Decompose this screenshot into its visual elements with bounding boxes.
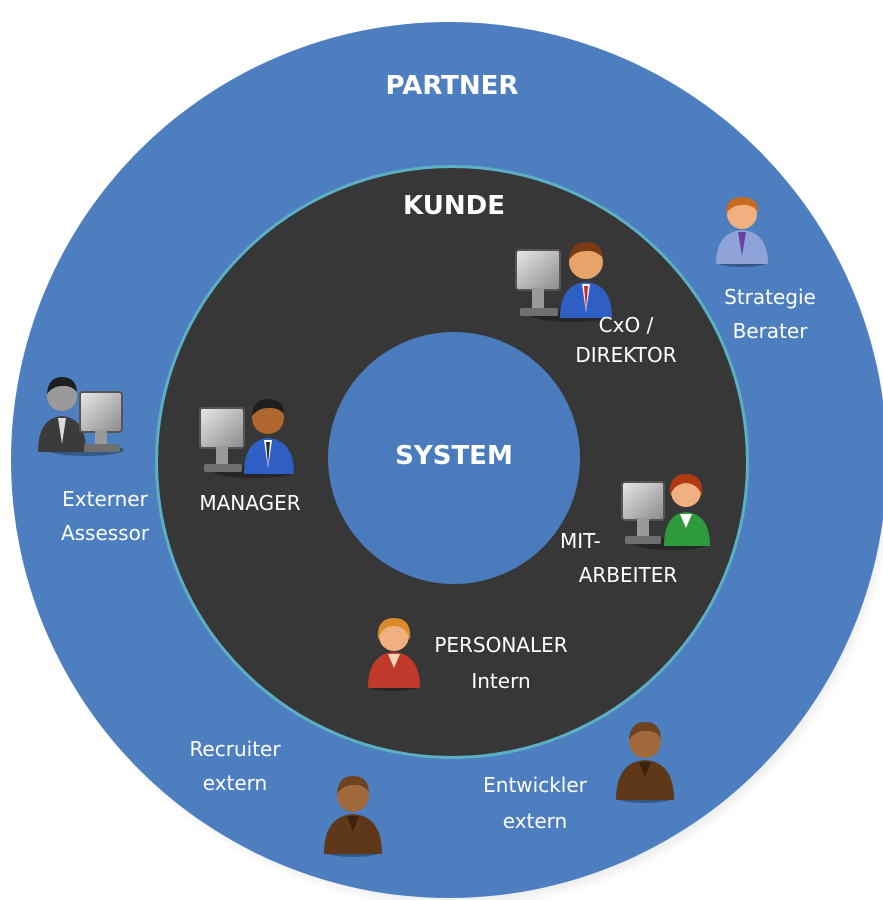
strategie-label-line1: Strategie: [724, 285, 816, 309]
manager-label: MANAGER: [199, 491, 301, 515]
person-icon: [716, 197, 768, 267]
person-icon: [368, 618, 420, 691]
entwickler-label-line2: extern: [502, 809, 568, 833]
strategie-label-line2: Berater: [732, 319, 808, 343]
person-icon: [324, 776, 382, 857]
assessor-label-line1: Externer: [62, 487, 148, 511]
system-label: SYSTEM: [395, 441, 513, 471]
system-circle: [328, 332, 580, 584]
person-at-computer-icon: [199, 399, 294, 478]
person-at-computer-icon: [38, 377, 124, 456]
recruiter-label-line1: Recruiter: [189, 737, 281, 761]
person-icon: [616, 722, 674, 803]
kunde-label: KUNDE: [403, 191, 505, 221]
mitarbeiter-label-line1: MIT-: [560, 529, 601, 553]
mitarbeiter-label-line2: ARBEITER: [578, 563, 678, 587]
personaler-label-line2: Intern: [471, 669, 531, 693]
person-at-computer-icon: [515, 242, 612, 322]
assessor-label-line2: Assessor: [60, 521, 150, 545]
personaler-label-line1: PERSONALER: [434, 633, 568, 657]
partner-label: PARTNER: [385, 71, 519, 101]
entwickler-label-line1: Entwickler: [483, 773, 587, 797]
person-at-computer-icon: [621, 474, 710, 550]
cxo-label-line1: CxO /: [598, 313, 654, 337]
recruiter-label-line2: extern: [202, 771, 268, 795]
cxo-label-line2: DIREKTOR: [575, 343, 677, 367]
